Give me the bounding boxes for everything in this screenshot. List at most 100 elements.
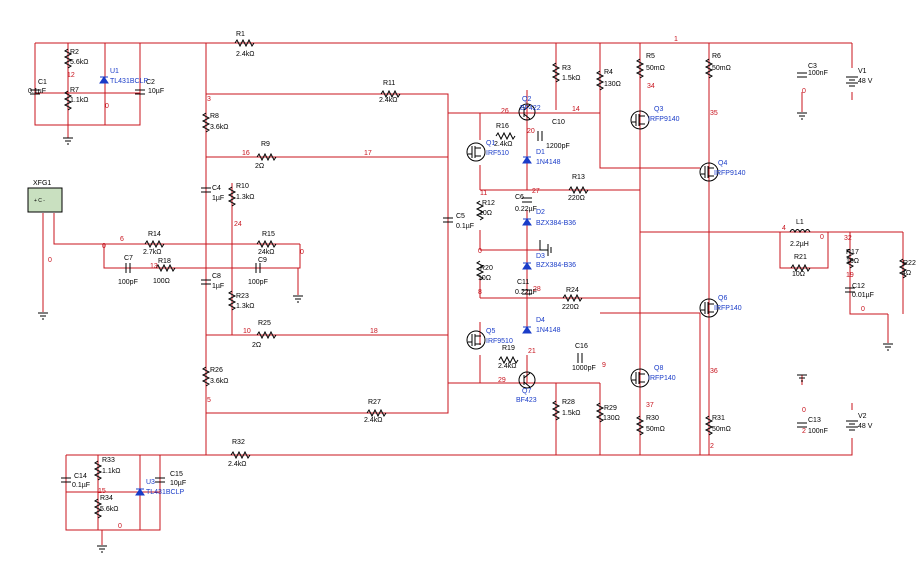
resistor-r28[interactable]: R28 1.5kΩ [551, 399, 580, 421]
function-generator-xfg1[interactable]: + C - XFG1 [27, 180, 63, 213]
net-label: 0 [118, 523, 122, 530]
resistor-r2[interactable]: R25.6kΩ [63, 48, 88, 69]
device-name: Q2 [522, 96, 531, 103]
device-name: Q5 [486, 328, 495, 335]
capacitor-name: C12 [852, 283, 865, 290]
resistor-name: R21 [794, 254, 807, 261]
resistor-value: 24kΩ [258, 249, 275, 256]
resistor-value: 10Ω [846, 258, 859, 265]
resistor-value: 2.4kΩ [228, 461, 246, 468]
resistor-name: R26 [210, 367, 223, 374]
net-label: 12 [67, 72, 75, 79]
capacitor-value: 1200pF [546, 143, 570, 150]
capacitor-value: 100pF [248, 279, 268, 286]
resistor-r7[interactable]: R71.1kΩ [63, 87, 88, 111]
capacitor-value: 1µF [212, 283, 224, 290]
device-part: 1N4148 [536, 327, 561, 334]
resistor-value: 2.7kΩ [143, 249, 161, 256]
resistor-value: 50mΩ [646, 65, 665, 72]
device-name: Q3 [654, 106, 663, 113]
svg-text:+ C -: + C - [34, 198, 45, 204]
capacitor-name: C1 [38, 79, 47, 86]
capacitor-c10[interactable]: C10 1200pF [537, 119, 570, 150]
net-label: 1 [674, 36, 678, 43]
net-label: 0 [48, 257, 52, 264]
capacitor-c5[interactable]: C50.1µF [443, 213, 474, 230]
resistor-r8[interactable]: R83.6kΩ [201, 112, 228, 133]
capacitor-name: C11 [517, 279, 529, 286]
resistor-value: 1.5kΩ [562, 410, 580, 417]
capacitor-c6[interactable]: C60.22µF [515, 194, 537, 213]
resistor-r14[interactable]: R14 2.7kΩ [143, 231, 165, 256]
resistor-r3[interactable]: R31.5kΩ [551, 62, 580, 83]
component-value: 48 V [858, 423, 873, 430]
resistor-r1[interactable]: R12.4kΩ [234, 31, 254, 58]
capacitor-c1[interactable]: C10.1µF [28, 79, 47, 95]
net-label: 5 [207, 397, 211, 404]
resistor-name: R31 [712, 415, 725, 422]
inductor-l1[interactable]: L12.2µH [789, 219, 811, 248]
resistor-name: R28 [562, 399, 575, 406]
device-name: Q4 [718, 160, 727, 167]
resistor-name: R14 [148, 231, 161, 238]
capacitor-name: C10 [552, 119, 565, 126]
net-label: 0 [861, 306, 865, 313]
